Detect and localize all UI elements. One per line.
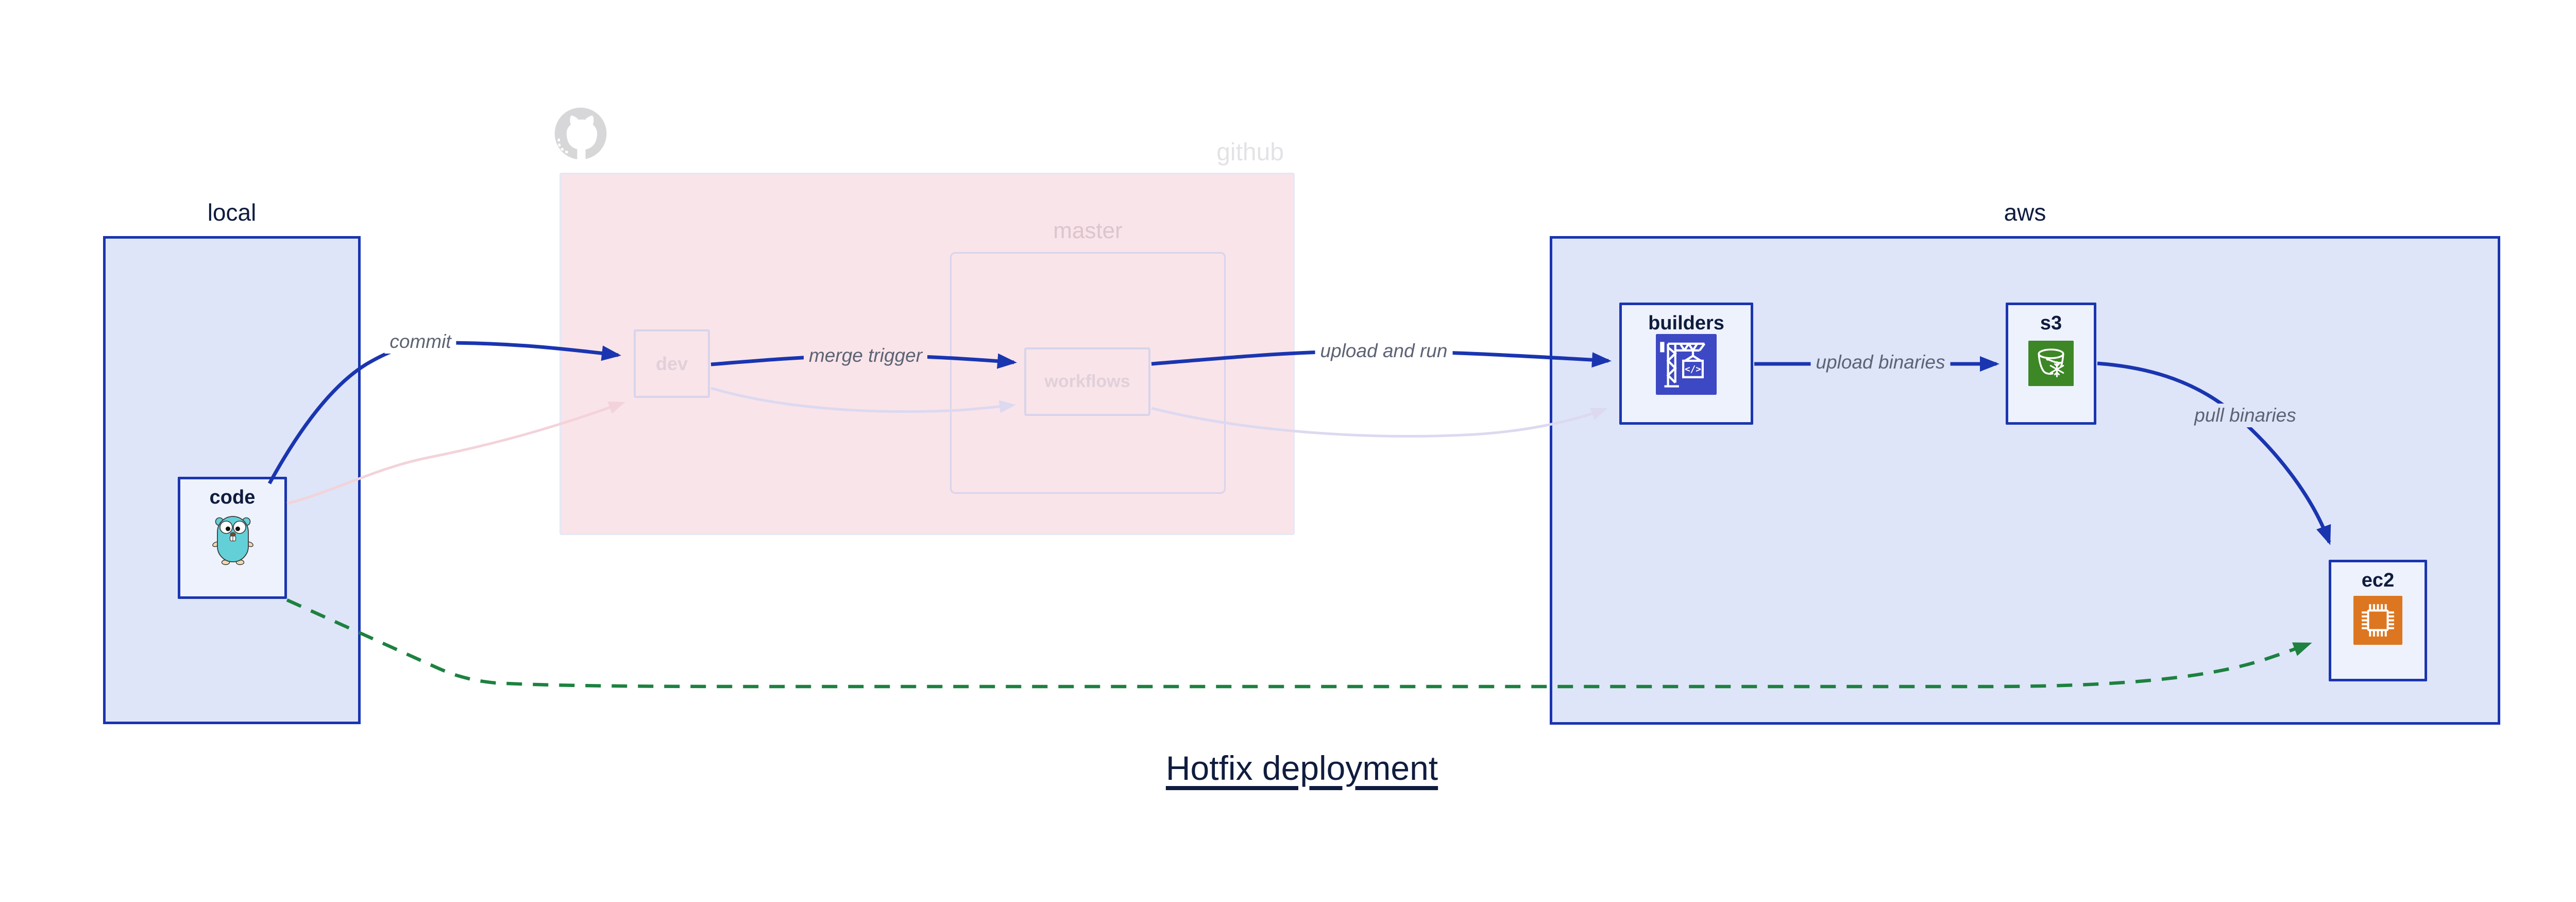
edge-label-pull-binaries: pull binaries — [2189, 404, 2301, 427]
group-label-local: local — [207, 199, 257, 226]
node-builders-label: builders — [1648, 312, 1724, 334]
node-dev-label: dev — [655, 353, 688, 374]
group-master — [950, 252, 1226, 494]
edge-label-merge-trigger: merge trigger — [803, 344, 928, 368]
group-label-github: github — [1216, 139, 1284, 166]
diagram-title-text: Hotfix deployment — [1165, 749, 1438, 787]
node-workflows-label: workflows — [1044, 372, 1130, 391]
svg-text:</>: </> — [1685, 364, 1701, 375]
node-code-label: code — [209, 487, 256, 508]
group-label-master: master — [1053, 218, 1123, 243]
aws-ec2-icon — [2353, 596, 2402, 645]
github-octocat-icon — [554, 107, 607, 164]
node-workflows: workflows — [1024, 347, 1150, 416]
aws-codebuild-icon: </> — [1656, 334, 1717, 395]
edge-label-upload-and-run: upload and run — [1315, 339, 1453, 363]
diagram-title: Hotfix deployment — [0, 748, 2576, 788]
node-s3-label: s3 — [2040, 312, 2062, 334]
group-label-aws: aws — [2004, 199, 2046, 226]
node-dev: dev — [634, 329, 710, 398]
edge-label-upload-binaries: upload binaries — [1810, 350, 1951, 374]
go-gopher-icon — [212, 516, 253, 565]
aws-s3-glacier-icon — [2028, 341, 2074, 386]
edge-label-commit: commit — [384, 330, 456, 354]
node-ec2-label: ec2 — [2361, 570, 2395, 591]
